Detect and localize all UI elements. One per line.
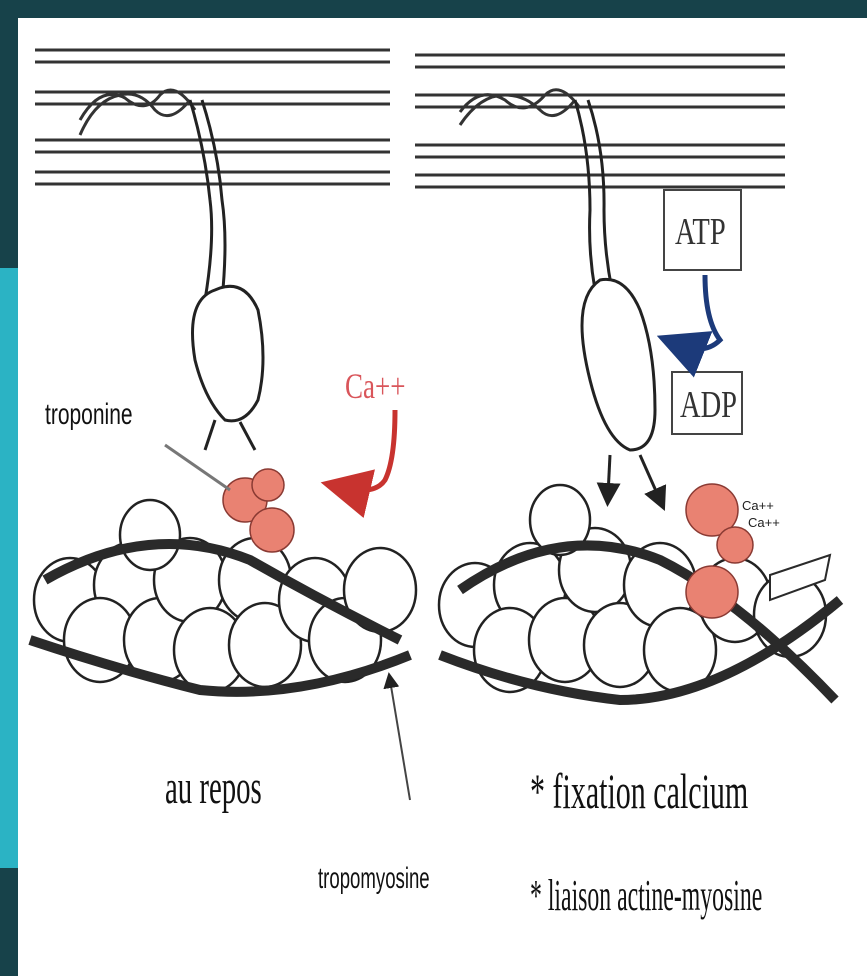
atp-label: ATP xyxy=(675,210,726,254)
thick-filament-right xyxy=(415,55,785,187)
thick-filament-left xyxy=(35,50,390,184)
calcium-arrow xyxy=(345,410,395,490)
tropomyosine-pointer xyxy=(390,680,410,800)
liaison-actine-myosine-label: * liaison actine-myosine xyxy=(530,870,762,921)
troponine-pointer xyxy=(165,445,230,490)
troponin-complex-left xyxy=(223,469,294,552)
calcium-label: Ca++ xyxy=(345,365,405,407)
fixation-calcium-label: * fixation calcium xyxy=(530,762,748,820)
atp-hydrolysis-arrow xyxy=(680,275,720,349)
troponine-label: troponine xyxy=(45,398,133,432)
bound-calcium-label-2: Ca++ xyxy=(748,515,780,530)
au-repos-label: au repos xyxy=(165,760,262,815)
bound-calcium-label-1: Ca++ xyxy=(742,498,774,513)
tropomyosine-label: tropomyosine xyxy=(318,862,430,896)
adp-label: ADP xyxy=(680,383,737,427)
myosin-head-right xyxy=(575,100,660,500)
